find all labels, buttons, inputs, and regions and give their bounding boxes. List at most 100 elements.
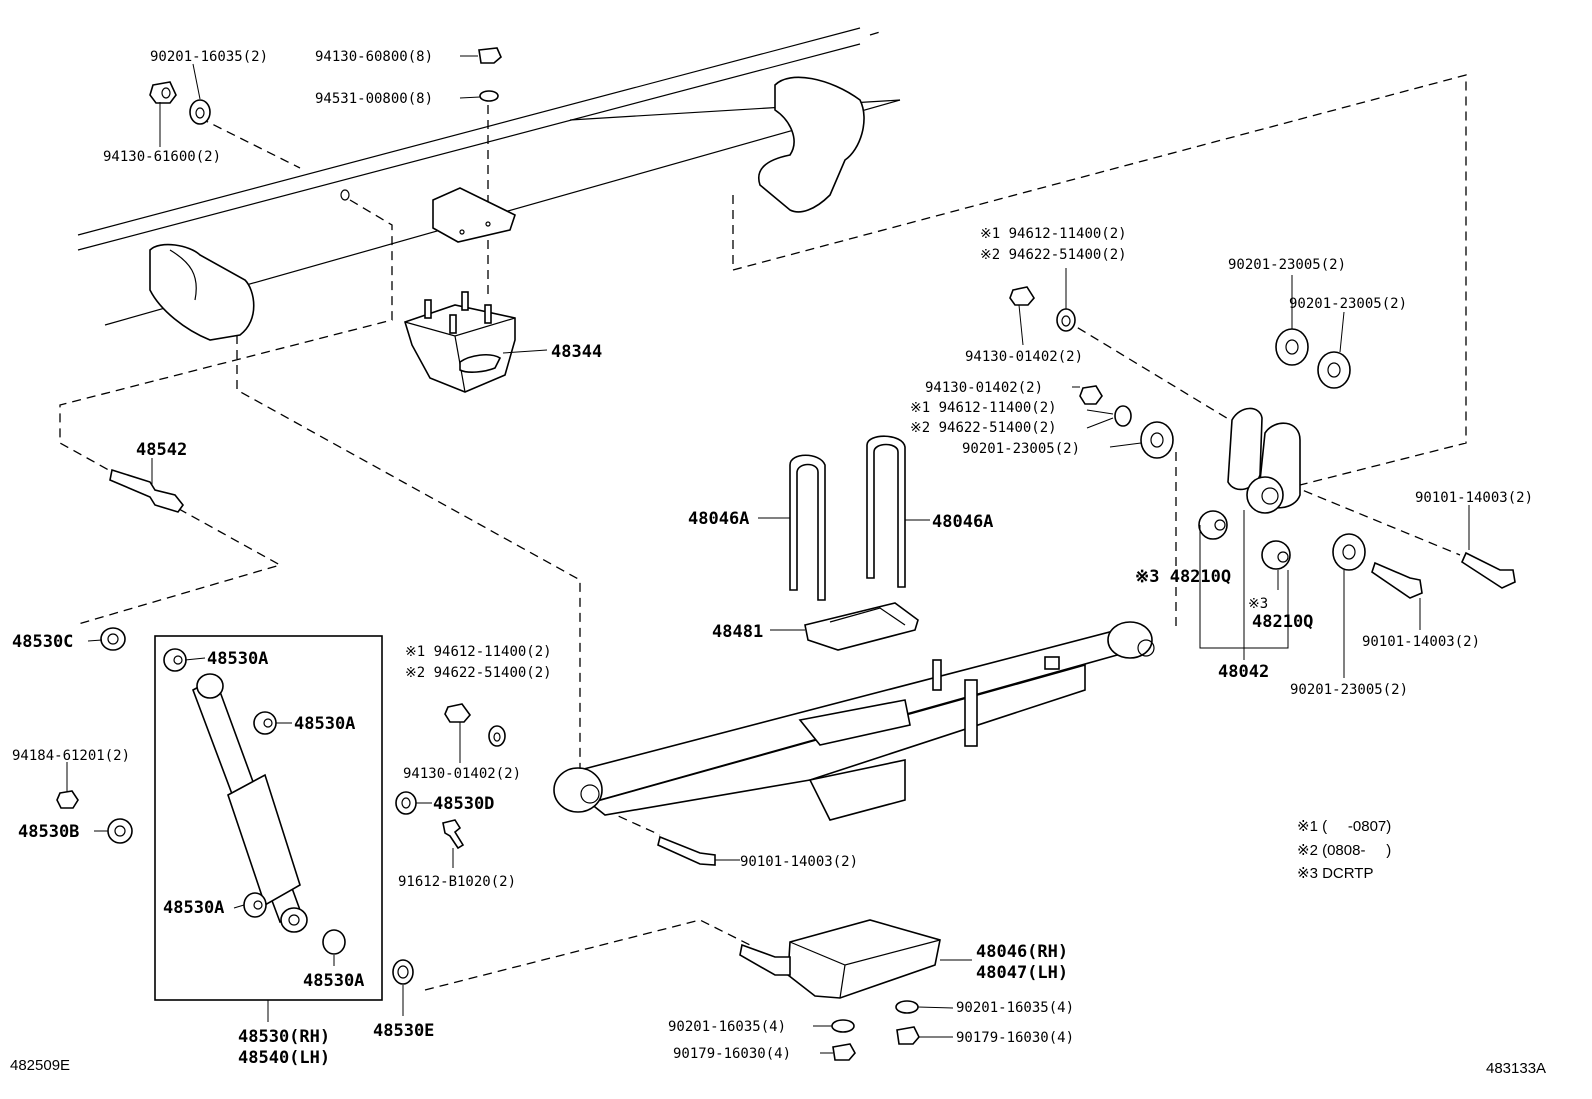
label-90201-16035-br: 90201-16035(4): [956, 1000, 1074, 1016]
label-48210Q-b-mark: ※3: [1248, 596, 1268, 612]
label-top-note2: ※2 94622-51400(2): [980, 247, 1127, 263]
nut-94130-01402-top: [1009, 286, 1035, 306]
washer-90201-16035-top: [189, 99, 211, 125]
label-48046-rh: 48046(RH): [976, 942, 1068, 962]
legend-note3: ※3 DCRTP: [1297, 865, 1373, 882]
washer-90201-23005-b: [1317, 351, 1351, 389]
washer-90201-23005-r: [1140, 421, 1174, 459]
legend-note2: ※2 (0808- ): [1297, 842, 1391, 859]
bushing-48530A-4: [322, 929, 346, 955]
spring-seat-48481: [804, 602, 919, 651]
washer-94531-00800: [479, 90, 499, 102]
label-90201-16035-top: 90201-16035(2): [150, 49, 268, 65]
washer-90201-16035-bl: [831, 1019, 855, 1033]
label-90201-16035-bl: 90201-16035(4): [668, 1019, 786, 1035]
nut-94130-01402-r: [1079, 385, 1103, 405]
nut-94130-60800: [478, 47, 502, 64]
washer-94612-r: [1114, 405, 1132, 427]
label-94130-01402-mid: 94130-01402(2): [403, 766, 521, 782]
legend-note1: ※1 ( -0807): [1297, 818, 1391, 835]
label-r-note1: ※1 94612-11400(2): [910, 400, 1057, 416]
washer-94612-top: [1056, 308, 1076, 332]
bracket-top: [432, 187, 516, 243]
frame-crossmember-right: [758, 76, 865, 213]
leader-lines: [66, 55, 1470, 1054]
footer-right-code: 483133A: [1486, 1060, 1546, 1077]
label-48530-rh: 48530(RH): [238, 1027, 330, 1047]
label-48047-lh: 48047(LH): [976, 963, 1068, 983]
label-48542: 48542: [136, 440, 187, 460]
label-48481: 48481: [712, 622, 763, 642]
label-90101-14003-b: 90101-14003(2): [1362, 634, 1480, 650]
label-90179-16030-bl: 90179-16030(4): [673, 1046, 791, 1062]
label-48530D: 48530D: [433, 794, 494, 814]
washer-90201-16035-br: [895, 1000, 919, 1014]
leaf-spring: [553, 621, 1155, 821]
bushing-48530A-1: [163, 648, 187, 672]
nut-94130-61600: [149, 81, 177, 104]
washer-90201-23005-c: [1332, 533, 1366, 571]
frame-crossmember-left: [149, 243, 255, 341]
label-94130-01402-top: 94130-01402(2): [965, 349, 1083, 365]
label-48530A-4: 48530A: [303, 971, 364, 991]
label-48530A-2: 48530A: [294, 714, 355, 734]
label-90201-23005-r: 90201-23005(2): [962, 441, 1080, 457]
bolt-hole-frame: [340, 189, 350, 201]
bushing-48530C: [100, 627, 126, 651]
label-90101-14003-mid: 90101-14003(2): [740, 854, 858, 870]
label-mid-note1: ※1 94612-11400(2): [405, 644, 552, 660]
shock-absorber-48530: [192, 673, 308, 933]
label-r-note2: ※2 94622-51400(2): [910, 420, 1057, 436]
bushing-48210Q-a: [1198, 510, 1228, 540]
label-48530C: 48530C: [12, 632, 73, 652]
washer-90201-23005-a: [1275, 328, 1309, 366]
bolt-90101-14003-mid: [657, 835, 716, 866]
label-48042: 48042: [1218, 662, 1269, 682]
nut-94184-61201: [56, 790, 79, 809]
label-94130-61600: 94130-61600(2): [103, 149, 221, 165]
label-48344: 48344: [551, 342, 602, 362]
label-90101-14003-a: 90101-14003(2): [1415, 490, 1533, 506]
label-top-note1: ※1 94612-11400(2): [980, 226, 1127, 242]
label-48530A-3: 48530A: [163, 898, 224, 918]
bushing-48530A-2: [253, 711, 277, 735]
label-48530B: 48530B: [18, 822, 79, 842]
label-48210Q-b: 48210Q: [1252, 612, 1313, 632]
bushing-48530B: [107, 818, 133, 844]
bushing-48210Q-b: [1261, 540, 1291, 570]
label-90201-23005-a: 90201-23005(2): [1228, 257, 1346, 273]
u-bolt-48046A-left: [789, 454, 826, 601]
label-90201-23005-b: 90201-23005(2): [1289, 296, 1407, 312]
shackle-48042: [1227, 407, 1301, 514]
label-91612-B1020: 91612-B1020(2): [398, 874, 516, 890]
label-48210Q-a: ※3 48210Q: [1135, 567, 1231, 587]
bolt-91612-B1020: [442, 819, 465, 850]
nut-90179-16030-br: [896, 1026, 920, 1045]
label-94130-01402-r: 94130-01402(2): [925, 380, 1043, 396]
spring-plate-48046: [739, 919, 941, 999]
label-94184-61201: 94184-61201(2): [12, 748, 130, 764]
label-94531-00800: 94531-00800(8): [315, 91, 433, 107]
bushing-48530A-3: [243, 892, 267, 918]
label-90179-16030-br: 90179-16030(4): [956, 1030, 1074, 1046]
footer-left-code: 482509E: [10, 1057, 70, 1074]
label-48540-lh: 48540(LH): [238, 1048, 330, 1068]
label-48046A-right: 48046A: [932, 512, 993, 532]
label-94130-60800: 94130-60800(8): [315, 49, 433, 65]
label-48530E: 48530E: [373, 1021, 434, 1041]
label-90201-23005-c: 90201-23005(2): [1290, 682, 1408, 698]
u-bolt-48046A-right: [866, 435, 906, 588]
label-mid-note2: ※2 94622-51400(2): [405, 665, 552, 681]
bolt-90101-14003-b: [1371, 561, 1423, 599]
washer-48530D: [395, 791, 417, 815]
nut-90179-16030-bl: [832, 1043, 856, 1061]
part-labels: 90201-16035(2) 94130-60800(8) 94531-0080…: [12, 49, 1533, 1068]
label-48046A-left: 48046A: [688, 509, 749, 529]
bolt-90101-14003-a: [1460, 551, 1516, 589]
bump-stop-48344: [404, 291, 516, 393]
washer-94612-mid: [488, 725, 506, 747]
nut-94130-01402-mid: [444, 703, 472, 723]
shock-stud-48542: [109, 468, 185, 513]
legend: ※1 ( -0807) ※2 (0808- ) ※3 DCRTP: [1297, 818, 1391, 882]
